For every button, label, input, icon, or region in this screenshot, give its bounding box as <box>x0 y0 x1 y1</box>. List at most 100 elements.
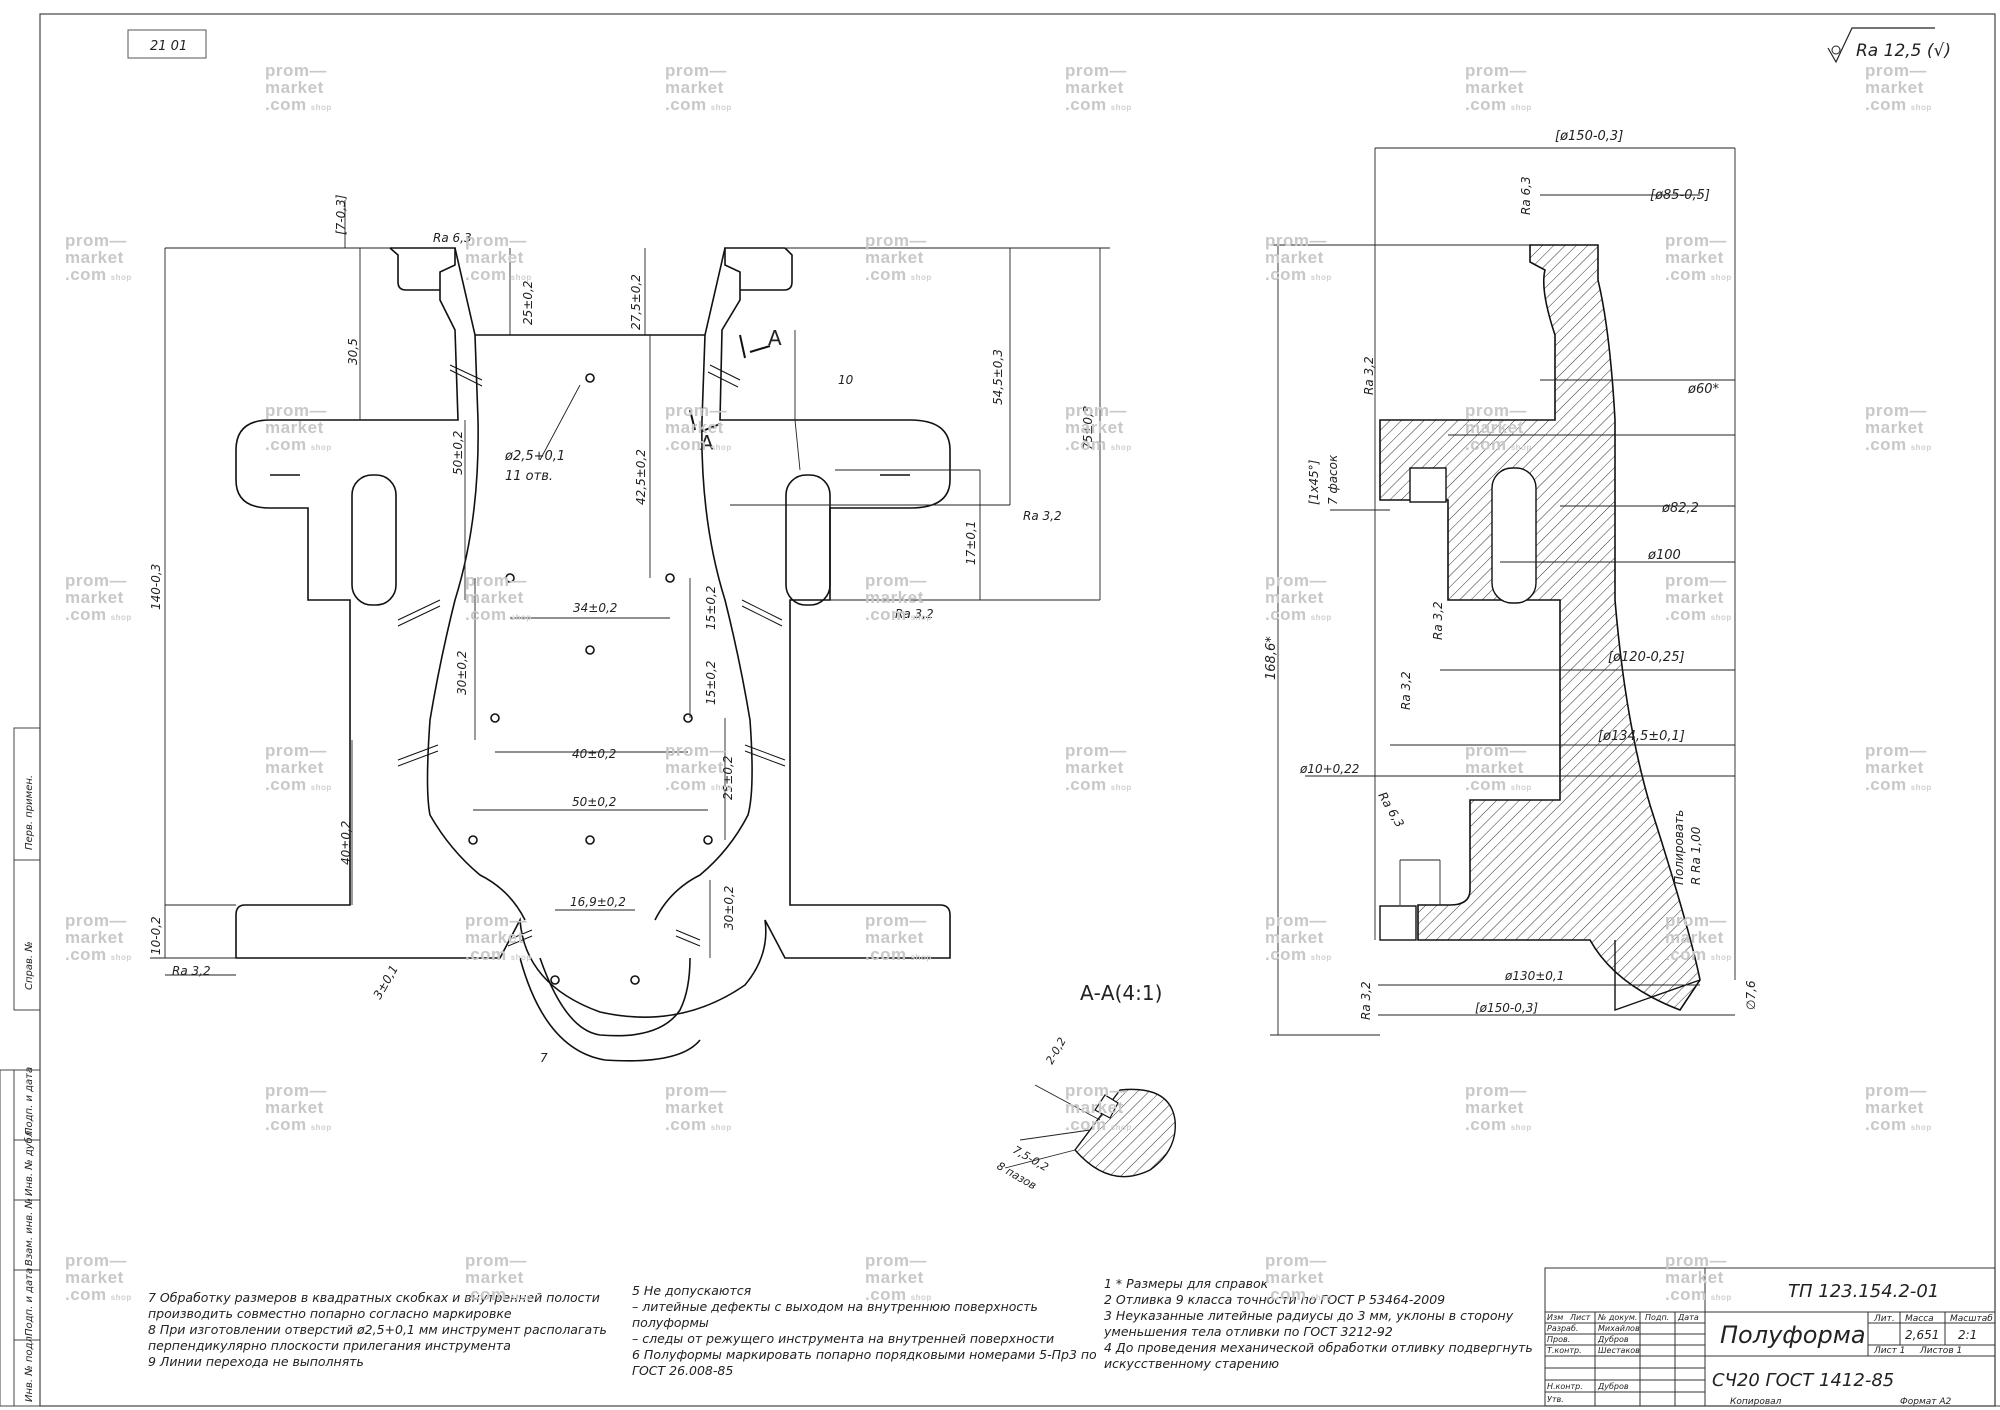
svg-text:Подп. и дата: Подп. и дата <box>24 1268 35 1336</box>
svg-text:[ø120-0,25]: [ø120-0,25] <box>1608 650 1685 665</box>
svg-text:50±0,2: 50±0,2 <box>572 795 616 809</box>
svg-text:10-0,2: 10-0,2 <box>149 916 163 955</box>
svg-text:Н.контр.: Н.контр. <box>1547 1382 1583 1391</box>
svg-text:Т.контр.: Т.контр. <box>1547 1346 1582 1355</box>
svg-text:40±0,2: 40±0,2 <box>339 821 353 865</box>
svg-text:Лит.: Лит. <box>1873 1314 1895 1324</box>
svg-text:50±0,2: 50±0,2 <box>451 431 465 475</box>
main-view <box>235 247 951 1062</box>
svg-text:Ra 12,5 (√): Ra 12,5 (√) <box>1856 41 1951 61</box>
title-block <box>1544 1267 1996 1407</box>
svg-text:Лист: Лист <box>1569 1313 1591 1322</box>
svg-text:ø60*: ø60* <box>1687 382 1719 397</box>
svg-text:Дата: Дата <box>1677 1313 1699 1322</box>
svg-text:15±0,2: 15±0,2 <box>704 661 718 705</box>
svg-text:75±0,3: 75±0,3 <box>1081 406 1095 450</box>
svg-text:Полировать: Полировать <box>1672 810 1686 885</box>
svg-text:Дубров: Дубров <box>1597 1335 1629 1344</box>
svg-text:A: A <box>768 326 782 350</box>
svg-text:Ra 6,3: Ra 6,3 <box>1519 176 1533 215</box>
svg-text:ø10+0,22: ø10+0,22 <box>1299 762 1359 776</box>
svg-text:Подп. и дата: Подп. и дата <box>24 1067 35 1135</box>
svg-text:3±0,1: 3±0,1 <box>370 963 401 1002</box>
detail-view <box>1004 1084 1176 1178</box>
svg-text:7 фасок: 7 фасок <box>1326 454 1340 505</box>
svg-text:Михайлов: Михайлов <box>1598 1324 1640 1333</box>
notes-column-2: 5 Не допускаются – литейные дефекты с вы… <box>632 1283 1097 1378</box>
section-view-dim-lines <box>1270 147 1736 1036</box>
svg-text:Взам. инв. №: Взам. инв. № <box>24 1198 35 1266</box>
svg-text:Перв. примен.: Перв. примен. <box>24 775 35 850</box>
svg-text:42,5±0,2: 42,5±0,2 <box>634 449 648 505</box>
svg-text:Изм: Изм <box>1547 1313 1563 1322</box>
mass-value: 2,651 <box>1905 1328 1939 1342</box>
svg-text:10: 10 <box>838 373 854 387</box>
svg-text:∅7,6: ∅7,6 <box>1744 980 1758 1010</box>
section-view <box>1379 244 1701 1011</box>
svg-text:Инв. № дубл.: Инв. № дубл. <box>23 1128 35 1196</box>
svg-text:R Ra 1,00: R Ra 1,00 <box>1689 826 1703 885</box>
svg-text:Ra 6,3: Ra 6,3 <box>433 231 472 245</box>
svg-text:A: A <box>700 431 714 455</box>
main-view-labels: [7-0,3] Ra 6,3 25±0,2 27,5±0,2 30,5 54,5… <box>149 194 1095 1065</box>
svg-text:30,5: 30,5 <box>346 338 360 365</box>
side-stamps <box>0 727 41 1407</box>
svg-text:[ø134,5±0,1]: [ø134,5±0,1] <box>1598 729 1685 744</box>
svg-text:Листов 1: Листов 1 <box>1919 1346 1962 1356</box>
svg-text:Масса: Масса <box>1905 1314 1934 1324</box>
svg-text:Пров.: Пров. <box>1547 1335 1570 1344</box>
svg-text:25±0,2: 25±0,2 <box>521 281 535 325</box>
svg-text:Дубров: Дубров <box>1597 1382 1629 1391</box>
detail-title: А-А(4:1) <box>1080 981 1162 1005</box>
svg-text:30±0,2: 30±0,2 <box>722 886 736 930</box>
svg-text:ø82,2: ø82,2 <box>1661 501 1699 516</box>
svg-text:Ra 3,2: Ra 3,2 <box>895 607 934 621</box>
svg-text:Формат А2: Формат А2 <box>1900 1397 1952 1407</box>
svg-text:Ra 6,3: Ra 6,3 <box>1375 790 1406 830</box>
svg-text:27,5±0,2: 27,5±0,2 <box>629 274 643 330</box>
svg-text:[7-0,3]: [7-0,3] <box>334 194 348 235</box>
svg-text:Справ. №: Справ. № <box>24 941 35 990</box>
svg-text:140-0,3: 140-0,3 <box>149 564 163 610</box>
svg-text:15±0,2: 15±0,2 <box>704 586 718 630</box>
svg-text:Ra 3,2: Ra 3,2 <box>1399 671 1413 710</box>
svg-text:17±0,1: 17±0,1 <box>964 521 978 565</box>
svg-text:Копировал: Копировал <box>1730 1397 1782 1407</box>
svg-text:[ø85-0,5]: [ø85-0,5] <box>1650 188 1710 203</box>
svg-text:[ø150-0,3]: [ø150-0,3] <box>1475 1001 1538 1015</box>
svg-text:Ra 3,2: Ra 3,2 <box>1362 356 1376 395</box>
svg-text:Ra 3,2: Ra 3,2 <box>1431 601 1445 640</box>
svg-text:34±0,2: 34±0,2 <box>573 601 617 615</box>
svg-text:[ø150-0,3]: [ø150-0,3] <box>1555 129 1623 144</box>
svg-text:11 отв.: 11 отв. <box>505 469 553 484</box>
svg-text:Инв. № подл.: Инв. № подл. <box>24 1333 35 1402</box>
notes-column-1: 7 Обработку размеров в квадратных скобка… <box>148 1290 607 1369</box>
svg-text:Ra 3,2: Ra 3,2 <box>172 964 211 978</box>
